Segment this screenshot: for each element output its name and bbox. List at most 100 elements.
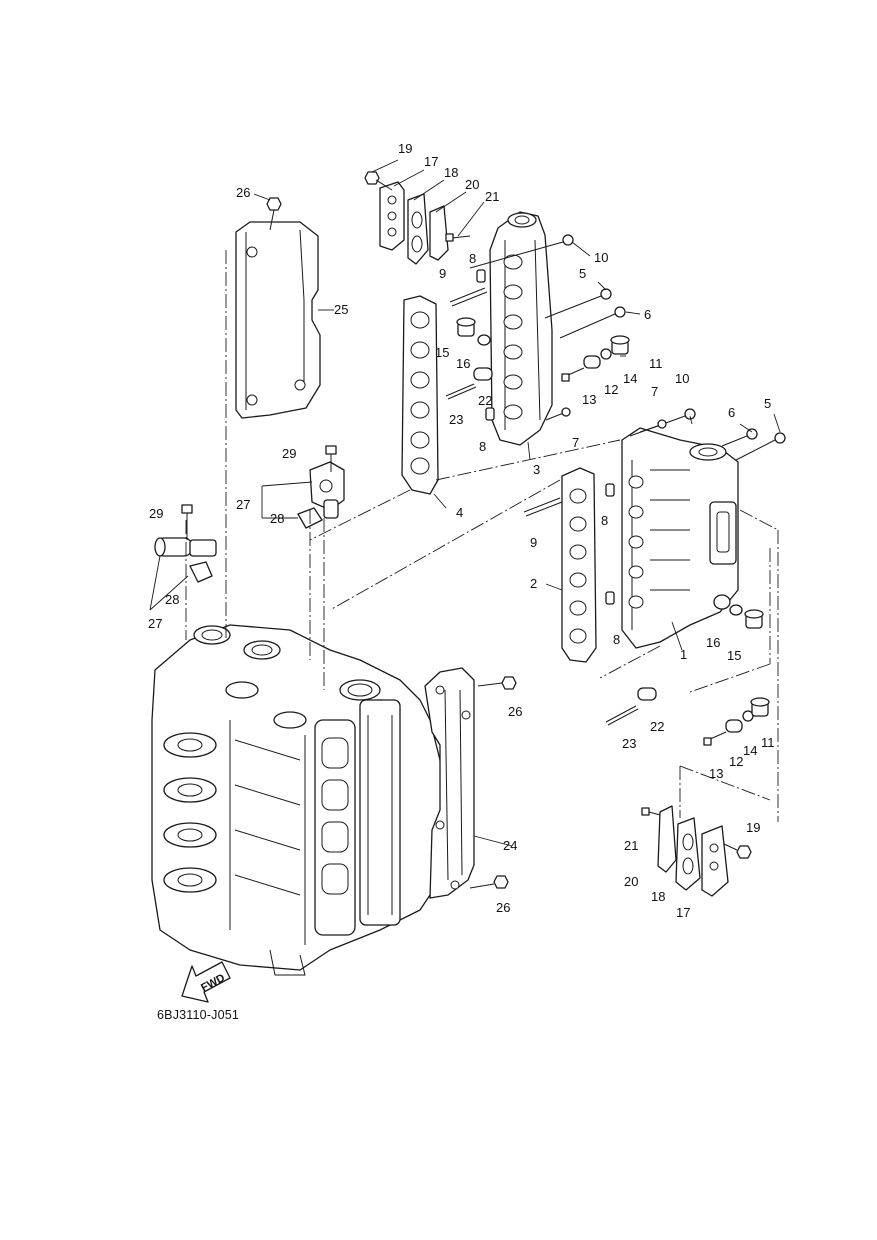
cover-plate-17-upper bbox=[379, 181, 405, 251]
bolt-29-upper bbox=[325, 445, 337, 472]
callout-8: 8 bbox=[479, 439, 486, 454]
callout-12: 12 bbox=[729, 754, 743, 769]
callout-13: 13 bbox=[709, 766, 723, 781]
callout-3: 3 bbox=[533, 462, 540, 477]
pin-8-lower-b bbox=[605, 591, 615, 605]
gasket-18-upper bbox=[407, 193, 429, 265]
callout-26: 26 bbox=[496, 900, 510, 915]
bolt-5-lower bbox=[735, 432, 786, 461]
bolt-13-lower bbox=[703, 731, 727, 746]
callout-10: 10 bbox=[594, 250, 608, 265]
callout-15: 15 bbox=[727, 648, 741, 663]
callout-10: 10 bbox=[675, 371, 689, 386]
callout-29: 29 bbox=[282, 446, 296, 461]
callout-8: 8 bbox=[613, 632, 620, 647]
callout-20: 20 bbox=[624, 874, 638, 889]
callout-22: 22 bbox=[478, 393, 492, 408]
collar-22-lower bbox=[637, 687, 657, 701]
stud-9-lower bbox=[523, 497, 563, 517]
oring-14-upper bbox=[600, 348, 612, 360]
callout-5: 5 bbox=[764, 396, 771, 411]
callout-11: 11 bbox=[649, 356, 663, 371]
callout-21: 21 bbox=[624, 838, 638, 853]
collar-12-upper bbox=[583, 355, 601, 369]
pin-8-upper bbox=[476, 269, 486, 283]
bolt-7-upper bbox=[545, 407, 571, 421]
exhaust-manifold-upper bbox=[489, 211, 553, 446]
bolt-6-lower bbox=[721, 428, 758, 447]
callout-29: 29 bbox=[149, 506, 163, 521]
callout-8: 8 bbox=[601, 513, 608, 528]
callout-2: 2 bbox=[530, 576, 537, 591]
gasket-4 bbox=[401, 295, 439, 495]
callout-16: 16 bbox=[706, 635, 720, 650]
callout-17: 17 bbox=[676, 905, 690, 920]
pin-8-mid bbox=[485, 407, 495, 421]
callout-18: 18 bbox=[651, 889, 665, 904]
exhaust-manifold-lower bbox=[621, 427, 739, 649]
plate-20-lower bbox=[657, 805, 677, 873]
plug-15-upper bbox=[456, 317, 476, 337]
callout-18: 18 bbox=[444, 165, 458, 180]
callout-7: 7 bbox=[651, 384, 658, 399]
bolt-7-lower bbox=[639, 419, 667, 433]
callout-7: 7 bbox=[572, 435, 579, 450]
callout-8: 8 bbox=[469, 251, 476, 266]
gasket-18-lower bbox=[675, 817, 701, 891]
callout-19: 19 bbox=[398, 141, 412, 156]
callout-19: 19 bbox=[746, 820, 760, 835]
callout-27: 27 bbox=[236, 497, 250, 512]
stud-9-upper bbox=[449, 287, 488, 307]
clip-28-lower bbox=[189, 561, 213, 583]
callout-14: 14 bbox=[743, 743, 757, 758]
sensor-bracket-27-upper bbox=[309, 461, 345, 519]
bolt-13-upper bbox=[561, 367, 585, 382]
bolt-6-upper bbox=[559, 306, 626, 339]
callout-labels: 19 17 18 20 21 26 10 8 9 5 6 25 15 16 11… bbox=[148, 141, 775, 920]
callout-28: 28 bbox=[165, 592, 179, 607]
callout-20: 20 bbox=[465, 177, 479, 192]
washer-16-upper bbox=[477, 334, 491, 346]
figure-reference-code: 6BJ3110-J051 bbox=[157, 1008, 240, 1022]
bolt-26-lower bbox=[469, 875, 509, 889]
bolt-23-lower bbox=[605, 705, 639, 726]
callout-14: 14 bbox=[623, 371, 637, 386]
bolt-19-upper bbox=[364, 171, 393, 191]
callout-22: 22 bbox=[650, 719, 664, 734]
callout-11: 11 bbox=[761, 735, 775, 750]
bolt-19-lower bbox=[723, 843, 752, 859]
cover-plate-17-lower bbox=[701, 825, 729, 897]
callout-17: 17 bbox=[424, 154, 438, 169]
plate-20-upper bbox=[429, 205, 449, 261]
callout-6: 6 bbox=[728, 405, 735, 420]
collar-12-lower bbox=[725, 719, 743, 733]
washer-16-lower bbox=[729, 604, 743, 616]
callout-16: 16 bbox=[456, 356, 470, 371]
callout-12: 12 bbox=[604, 382, 618, 397]
bolt-10-upper bbox=[469, 234, 574, 269]
callout-23: 23 bbox=[449, 412, 463, 427]
pin-8-lower-a bbox=[605, 483, 615, 497]
callout-6: 6 bbox=[644, 307, 651, 322]
callout-23: 23 bbox=[622, 736, 636, 751]
engine-block bbox=[151, 624, 446, 976]
callout-26: 26 bbox=[508, 704, 522, 719]
collar-22-upper bbox=[473, 367, 493, 381]
callout-13: 13 bbox=[582, 392, 596, 407]
callout-24: 24 bbox=[503, 838, 517, 853]
callout-26: 26 bbox=[236, 185, 250, 200]
callout-9: 9 bbox=[439, 266, 446, 281]
bolt-29-lower bbox=[181, 504, 193, 540]
sensor-27-lower bbox=[154, 537, 217, 557]
callout-4: 4 bbox=[456, 505, 463, 520]
callout-5: 5 bbox=[579, 266, 586, 281]
callout-15: 15 bbox=[435, 345, 449, 360]
exhaust-cover-upper bbox=[235, 221, 321, 419]
callout-21: 21 bbox=[485, 189, 499, 204]
bolt-21-upper bbox=[445, 233, 471, 242]
bolt-23-upper bbox=[445, 383, 477, 400]
gasket-2 bbox=[561, 467, 597, 663]
bolt-26-upper bbox=[266, 197, 282, 231]
callout-1: 1 bbox=[680, 647, 687, 662]
